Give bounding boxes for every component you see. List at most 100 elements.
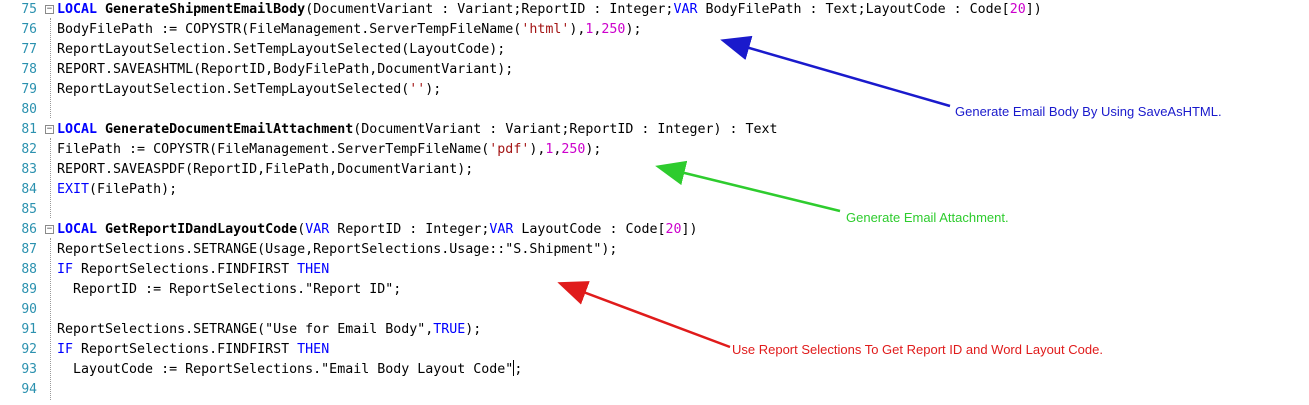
red-arrow (557, 281, 731, 349)
code-token: IF (57, 262, 74, 277)
code-line[interactable]: 80 (0, 100, 1309, 120)
code-token: LOCAL (57, 122, 106, 137)
code-text: IF ReportSelections.FINDFIRST THEN (57, 340, 329, 360)
code-line[interactable]: 86−LOCAL GetReportIDandLayoutCode(VAR Re… (0, 220, 1309, 240)
code-line[interactable]: 92 IF ReportSelections.FINDFIRST THEN (0, 340, 1309, 360)
code-token: ); (465, 322, 482, 337)
code-token: ReportSelections.SETRANGE("Use for Email… (57, 322, 434, 337)
line-number: 80 (21, 102, 37, 117)
code-text: ReportLayoutSelection.SetTempLayoutSelec… (57, 40, 505, 60)
code-token: (DocumentVariant : Variant;ReportID : In… (353, 122, 778, 137)
code-text: ReportSelections.SETRANGE("Use for Email… (57, 320, 481, 340)
code-token: ReportSelections.FINDFIRST (73, 262, 298, 277)
line-number: 84 (21, 182, 37, 197)
code-token: ReportLayoutSelection.SetTempLayoutSelec… (57, 42, 506, 57)
code-line[interactable]: 90 (0, 300, 1309, 320)
code-line[interactable]: 75−LOCAL GenerateShipmentEmailBody(Docum… (0, 0, 1309, 20)
line-number: 86 (21, 222, 37, 237)
code-token: VAR (489, 222, 514, 237)
code-line[interactable]: 77 ReportLayoutSelection.SetTempLayoutSel… (0, 40, 1309, 60)
code-text: ReportLayoutSelection.SetTempLayoutSelec… (57, 80, 441, 100)
code-token: LOCAL (57, 2, 106, 17)
code-line[interactable]: 91 ReportSelections.SETRANGE("Use for Ema… (0, 320, 1309, 340)
code-token: LayoutCode := ReportSelections."Email Bo… (57, 362, 514, 377)
code-token: ); (425, 82, 442, 97)
line-number: 91 (21, 322, 37, 337)
code-text: LayoutCode := ReportSelections."Email Bo… (57, 360, 522, 380)
line-number: 89 (21, 282, 37, 297)
code-text: BodyFilePath := COPYSTR(FileManagement.S… (57, 20, 641, 40)
line-number: 88 (21, 262, 37, 277)
code-token: '' (409, 82, 426, 97)
code-token: LOCAL (57, 222, 106, 237)
code-token: ]) (681, 222, 698, 237)
code-text: LOCAL GenerateDocumentEmailAttachment(Do… (57, 120, 778, 140)
line-number: 87 (21, 242, 37, 257)
code-token: ), (529, 142, 546, 157)
code-token: IF (57, 342, 74, 357)
code-text: REPORT.SAVEASPDF(ReportID,FilePath,Docum… (57, 160, 473, 180)
code-line[interactable]: 93 LayoutCode := ReportSelections."Email… (0, 360, 1309, 380)
line-number: 82 (21, 142, 37, 157)
code-line[interactable]: 84 EXIT(FilePath); (0, 180, 1309, 200)
code-line[interactable]: 79 ReportLayoutSelection.SetTempLayoutSel… (0, 80, 1309, 100)
code-token: ReportID := ReportSelections."Report ID"… (57, 282, 402, 297)
line-number: 90 (21, 302, 37, 317)
code-token: THEN (297, 262, 330, 277)
line-number: 76 (21, 22, 37, 37)
code-text: LOCAL GenerateShipmentEmailBody(Document… (57, 0, 1042, 20)
code-text: FilePath := COPYSTR(FileManagement.Serve… (57, 140, 601, 160)
code-token: ; (514, 362, 523, 377)
code-token: BodyFilePath := COPYSTR(FileManagement.S… (57, 22, 522, 37)
code-token: THEN (297, 342, 330, 357)
code-token: ReportLayoutSelection.SetTempLayoutSelec… (57, 82, 410, 97)
code-token: ( (297, 222, 306, 237)
green-arrow (655, 160, 841, 213)
collapse-icon[interactable]: − (45, 4, 54, 14)
code-token: FilePath := COPYSTR(FileManagement.Serve… (57, 142, 490, 157)
code-token: TRUE (433, 322, 466, 337)
code-token: , (553, 142, 562, 157)
code-line[interactable]: 83 REPORT.SAVEASPDF(ReportID,FilePath,Doc… (0, 160, 1309, 180)
fold-guide (50, 238, 51, 400)
annotation-blue: Generate Email Body By Using SaveAsHTML. (955, 104, 1222, 119)
line-number: 79 (21, 82, 37, 97)
code-token: ); (625, 22, 642, 37)
code-line[interactable]: 82 FilePath := COPYSTR(FileManagement.Ser… (0, 140, 1309, 160)
code-token: EXIT (57, 182, 90, 197)
collapse-icon[interactable]: − (45, 224, 54, 234)
code-token: 20 (1009, 2, 1026, 17)
line-number: 77 (21, 42, 37, 57)
line-number: 81 (21, 122, 37, 137)
code-token: REPORT.SAVEASPDF(ReportID,FilePath,Docum… (57, 162, 474, 177)
annotation-red: Use Report Selections To Get Report ID a… (732, 342, 1103, 357)
code-line[interactable]: 81−LOCAL GenerateDocumentEmailAttachment… (0, 120, 1309, 140)
collapse-icon[interactable]: − (45, 124, 54, 134)
line-number: 85 (21, 202, 37, 217)
code-token: , (593, 22, 602, 37)
blue-arrow (720, 35, 951, 108)
code-token: GetReportIDandLayoutCode (105, 222, 298, 237)
annotation-green: Generate Email Attachment. (846, 210, 1009, 225)
line-number: 83 (21, 162, 37, 177)
code-token: 250 (601, 22, 626, 37)
code-line[interactable]: 94 (0, 380, 1309, 400)
code-token: ]) (1025, 2, 1042, 17)
code-token: 'html' (521, 22, 570, 37)
code-line[interactable]: 76 BodyFilePath := COPYSTR(FileManagement… (0, 20, 1309, 40)
line-number: 92 (21, 342, 37, 357)
code-text: REPORT.SAVEASHTML(ReportID,BodyFilePath,… (57, 60, 513, 80)
code-token: (FilePath); (89, 182, 178, 197)
code-token: ReportSelections.FINDFIRST (73, 342, 298, 357)
code-token: 1 (545, 142, 554, 157)
code-token: GenerateShipmentEmailBody (105, 2, 306, 17)
code-text: EXIT(FilePath); (57, 180, 177, 200)
code-line[interactable]: 85 (0, 200, 1309, 220)
code-line[interactable]: 89 ReportID := ReportSelections."Report … (0, 280, 1309, 300)
code-line[interactable]: 88 IF ReportSelections.FINDFIRST THEN (0, 260, 1309, 280)
fold-guide (50, 138, 51, 218)
